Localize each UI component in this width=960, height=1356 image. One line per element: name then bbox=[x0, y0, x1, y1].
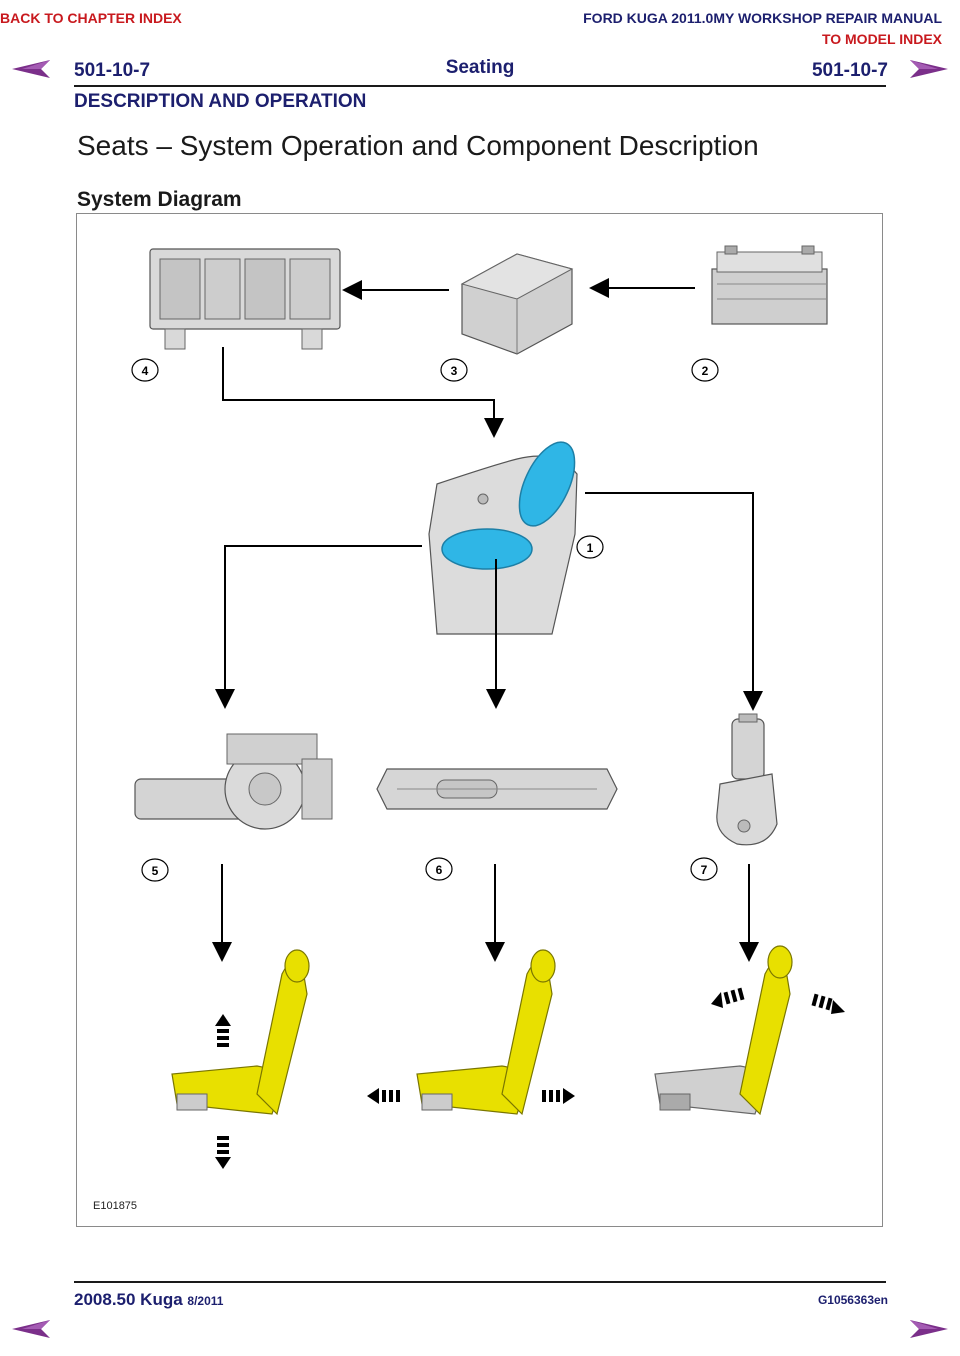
seat-module-component bbox=[460, 253, 574, 355]
previous-page-arrow-icon[interactable] bbox=[10, 58, 52, 80]
height-adjust-motor-component bbox=[134, 733, 333, 830]
svg-text:5: 5 bbox=[152, 864, 159, 878]
footer-model: 2008.50 Kuga 8/2011 bbox=[74, 1290, 223, 1310]
manual-title: FORD KUGA 2011.0MY WORKSHOP REPAIR MANUA… bbox=[583, 10, 942, 26]
section-title: Seating bbox=[445, 57, 515, 78]
svg-text:3: 3 bbox=[451, 364, 458, 378]
recline-motor-component bbox=[716, 713, 778, 846]
battery-component bbox=[711, 245, 828, 325]
callout-5: 5 bbox=[141, 858, 169, 882]
footer-rule bbox=[74, 1281, 886, 1283]
seat-height-adjust-illustration bbox=[171, 949, 310, 1169]
seat-fore-aft-illustration bbox=[367, 949, 575, 1116]
fore-aft-motor-component bbox=[376, 768, 618, 810]
header-rule bbox=[74, 85, 886, 87]
callout-3: 3 bbox=[440, 358, 468, 382]
figure-code: E101875 bbox=[93, 1200, 138, 1212]
svg-text:7: 7 bbox=[701, 863, 708, 877]
footer-model-name: 2008.50 Kuga bbox=[74, 1290, 183, 1309]
callout-7: 7 bbox=[690, 857, 718, 881]
section-number-right: 501-10-7 bbox=[811, 60, 888, 81]
system-diagram-frame: 4 3 2 1 bbox=[76, 213, 883, 1227]
seat-switch-component bbox=[428, 441, 578, 635]
footer-doc-id: G1056363en bbox=[817, 1293, 888, 1307]
callout-6: 6 bbox=[425, 857, 453, 881]
seat-recline-illustration bbox=[654, 945, 845, 1116]
central-junction-box-component bbox=[149, 248, 341, 350]
system-diagram: 4 3 2 1 bbox=[131, 245, 845, 1169]
section-number-left: 501-10-7 bbox=[74, 60, 151, 81]
callout-4: 4 bbox=[131, 358, 159, 382]
back-to-chapter-index-link[interactable]: BACK TO CHAPTER INDEX bbox=[0, 10, 182, 26]
category-heading: DESCRIPTION AND OPERATION bbox=[74, 91, 367, 112]
section-subtitle: System Diagram bbox=[77, 188, 242, 211]
callout-1: 1 bbox=[576, 535, 604, 559]
svg-text:4: 4 bbox=[142, 364, 149, 378]
svg-text:1: 1 bbox=[587, 541, 594, 555]
footer-previous-page-arrow-icon[interactable] bbox=[10, 1318, 52, 1340]
page-title: Seats – System Operation and Component D… bbox=[77, 130, 759, 161]
callout-2: 2 bbox=[691, 358, 719, 382]
footer-next-page-arrow-icon[interactable] bbox=[908, 1318, 950, 1340]
to-model-index-link[interactable]: TO MODEL INDEX bbox=[821, 31, 942, 47]
next-page-arrow-icon[interactable] bbox=[908, 58, 950, 80]
svg-text:6: 6 bbox=[436, 863, 443, 877]
footer-date: 8/2011 bbox=[187, 1294, 224, 1308]
svg-text:2: 2 bbox=[702, 364, 709, 378]
